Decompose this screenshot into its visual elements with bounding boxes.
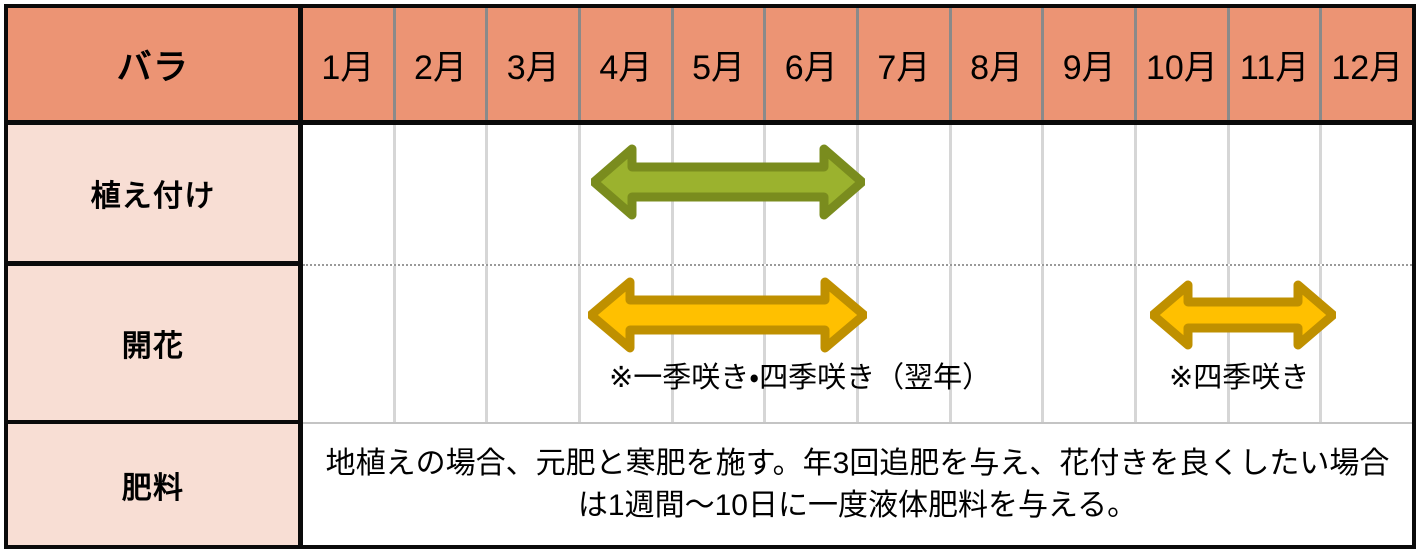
month-header-cell-4: 4月 bbox=[581, 8, 674, 120]
gridline-cell bbox=[1230, 125, 1323, 264]
planting-period-double-arrow-icon[interactable] bbox=[591, 143, 865, 221]
gridline-cell bbox=[952, 125, 1045, 264]
row-label-planting: 植え付け bbox=[8, 125, 298, 266]
month-header-row: 1月 2月 3月 4月 5月 6月 7月 8月 9月 10月 11月 12月 bbox=[303, 8, 1412, 125]
fertilizer-description-line-1: 地植えの場合、元肥と寒肥を施す。年3回追肥を与え、花付きを良くしたい場合 bbox=[325, 447, 1390, 481]
month-header-cell-7: 7月 bbox=[859, 8, 952, 120]
gridline-cell bbox=[396, 266, 489, 422]
fertilizer-description-line-2: は1週間〜10日に一度液体肥料を与える。 bbox=[577, 488, 1138, 522]
planting-calendar-table: バラ 植え付け 開花 肥料 1月 2月 3月 4月 5月 6月 7月 8月 9月… bbox=[4, 4, 1416, 549]
month-header-cell-3: 3月 bbox=[488, 8, 582, 120]
blooming-period-autumn-double-arrow-icon[interactable] bbox=[1150, 280, 1336, 350]
month-header-cell-2: 2月 bbox=[396, 8, 489, 120]
row-label-fertilizer: 肥料 bbox=[8, 424, 298, 545]
month-header-cell-1: 1月 bbox=[303, 8, 396, 120]
fertilizer-description: 地植えの場合、元肥と寒肥を施す。年3回追肥を与え、花付きを良くしたい場合 は1週… bbox=[303, 424, 1412, 545]
gridline-cell bbox=[488, 266, 582, 422]
gridline-cell bbox=[396, 125, 489, 264]
month-grid-area: 1月 2月 3月 4月 5月 6月 7月 8月 9月 10月 11月 12月 bbox=[303, 8, 1412, 545]
plant-name-header: バラ bbox=[8, 8, 298, 125]
month-header-cell-11: 11月 bbox=[1230, 8, 1323, 120]
data-row-planting bbox=[303, 125, 1412, 266]
month-header-cell-5: 5月 bbox=[674, 8, 767, 120]
gridline-cell bbox=[488, 125, 582, 264]
gridline-cell bbox=[303, 125, 396, 264]
data-row-fertilizer: 地植えの場合、元肥と寒肥を施す。年3回追肥を与え、花付きを良くしたい場合 は1週… bbox=[303, 424, 1412, 545]
row-label-column: バラ 植え付け 開花 肥料 bbox=[8, 8, 303, 545]
blooming-period-spring-double-arrow-icon[interactable] bbox=[588, 276, 867, 354]
month-header-cell-8: 8月 bbox=[952, 8, 1045, 120]
gridline-cell bbox=[952, 266, 1045, 422]
row-label-blooming: 開花 bbox=[8, 266, 298, 424]
gridline-cell bbox=[1137, 125, 1230, 264]
month-header-cell-10: 10月 bbox=[1137, 8, 1230, 120]
data-rows: ※一季咲き・四季咲き（翌年） ※四季咲き 地植えの場合、元肥と寒肥を施す。年3回… bbox=[303, 125, 1412, 545]
gridline-cell bbox=[303, 266, 396, 422]
gridline-cell bbox=[859, 266, 952, 422]
gridline-cell bbox=[1044, 266, 1138, 422]
month-header-cell-9: 9月 bbox=[1044, 8, 1138, 120]
gridline-cell bbox=[1044, 125, 1138, 264]
blooming-caption-spring: ※一季咲き・四季咲き（翌年） bbox=[609, 362, 992, 394]
data-row-blooming: ※一季咲き・四季咲き（翌年） ※四季咲き bbox=[303, 266, 1412, 424]
month-header-cell-12: 12月 bbox=[1331, 48, 1404, 87]
blooming-caption-autumn: ※四季咲き bbox=[1169, 362, 1310, 394]
gridline-cell bbox=[859, 125, 952, 264]
gridline-cell bbox=[1322, 125, 1412, 264]
month-header-cell-6: 6月 bbox=[766, 8, 860, 120]
